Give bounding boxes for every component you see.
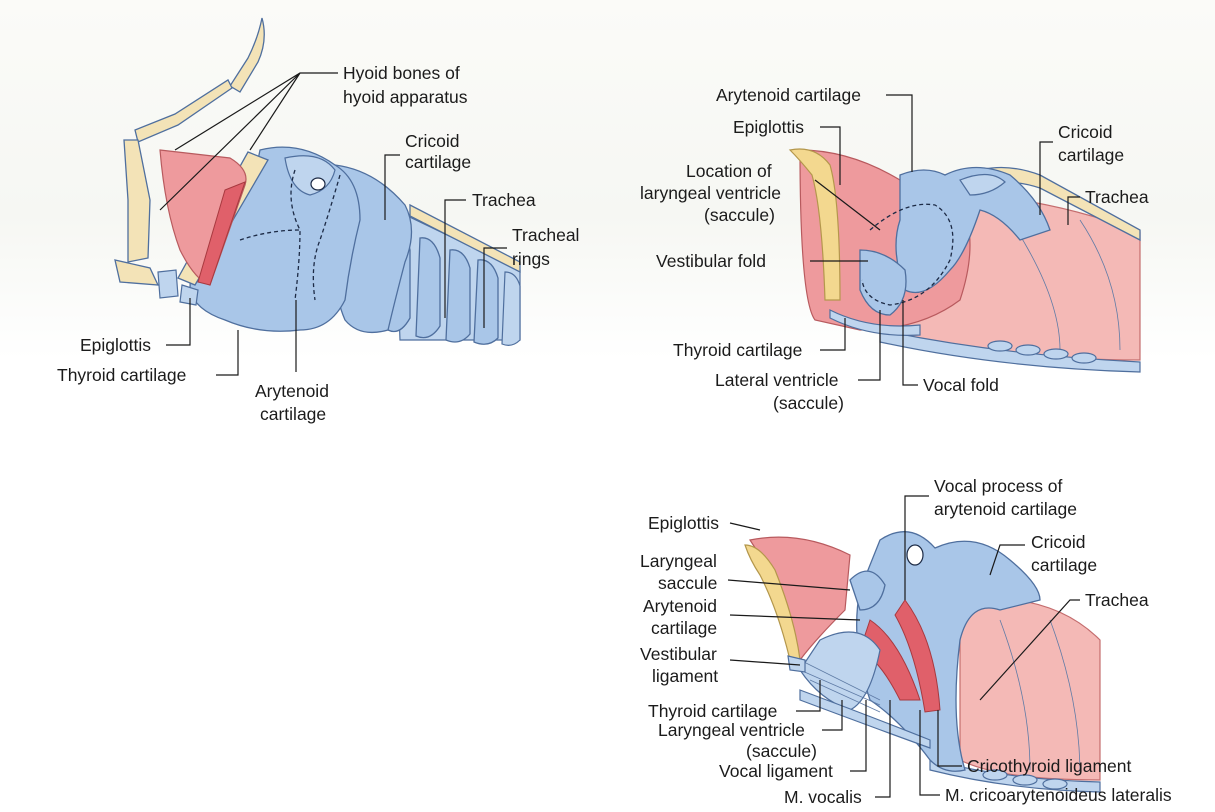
label-c-vocal-process-1: Vocal process of [934,476,1063,496]
label-c-vestibular-ligament-1: Vestibular [640,644,717,664]
label-b-arytenoid: Arytenoid cartilage [716,85,861,105]
label-a-arytenoid-2: cartilage [260,404,326,424]
label-c-epiglottis: Epiglottis [648,513,719,533]
label-b-location-1: Location of [686,161,772,181]
label-b-epiglottis: Epiglottis [733,117,804,137]
label-a-cricoid-2: cartilage [405,152,471,172]
label-c-cricoid-1: Cricoid [1031,532,1085,552]
label-a-arytenoid-1: Arytenoid [255,381,329,401]
label-b-cricoid-1: Cricoid [1058,122,1112,142]
label-b-lateral-ventricle-2: (saccule) [773,393,844,413]
label-a-thyroid: Thyroid cartilage [57,365,186,385]
label-c-laryngeal-ventricle-2: (saccule) [746,741,817,761]
label-c-trachea: Trachea [1085,590,1149,610]
label-c-cricoid-2: cartilage [1031,555,1097,575]
label-b-location-2: laryngeal ventricle [640,183,781,203]
label-b-lateral-ventricle-1: Lateral ventricle [715,370,839,390]
label-c-arytenoid-2: cartilage [651,618,717,638]
label-a-cricoid-1: Cricoid [405,131,459,151]
label-c-vocal-ligament: Vocal ligament [719,761,833,781]
label-c-thyroid: Thyroid cartilage [648,701,777,721]
label-b-location-3: (saccule) [704,205,775,225]
label-c-saccule-2: saccule [658,573,717,593]
label-hyoid-1: Hyoid bones of [343,63,460,83]
label-c-vestibular-ligament-2: ligament [652,666,718,686]
label-c-arytenoid-1: Arytenoid [643,596,717,616]
label-b-thyroid: Thyroid cartilage [673,340,802,360]
label-c-saccule-1: Laryngeal [640,551,717,571]
label-a-epiglottis: Epiglottis [80,335,151,355]
label-c-laryngeal-ventricle-1: Laryngeal ventricle [658,720,805,740]
label-b-trachea: Trachea [1085,187,1149,207]
label-a-tracheal-rings-2: rings [512,249,550,269]
label-b-vestibular-fold: Vestibular fold [656,251,766,271]
label-b-vocal-fold: Vocal fold [923,375,999,395]
label-c-vocal-process-2: arytenoid cartilage [934,499,1077,519]
label-a-tracheal-rings-1: Tracheal [512,225,579,245]
label-a-trachea: Trachea [472,190,536,210]
label-c-cricothyroid: Cricothyroid ligament [967,756,1132,776]
label-hyoid-2: hyoid apparatus [343,87,468,107]
label-c-m-crico: M. cricoarytenoideus lateralis [945,785,1172,805]
label-c-m-vocalis: M. vocalis [784,787,862,807]
label-b-cricoid-2: cartilage [1058,145,1124,165]
